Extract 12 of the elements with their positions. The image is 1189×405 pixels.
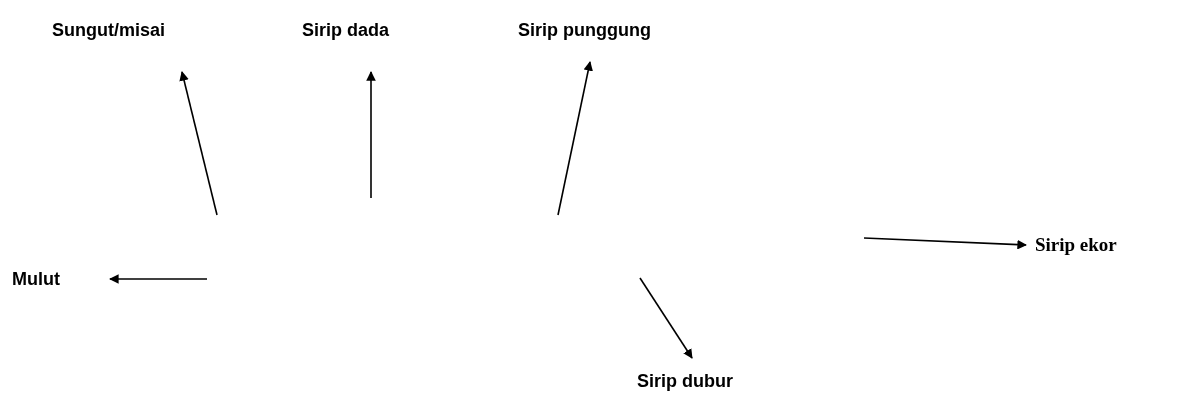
arrow	[109, 274, 208, 284]
part-label: Sirip dada	[302, 19, 390, 41]
part-label: Sirip dubur	[637, 370, 733, 392]
part-label: Sirip ekor	[1035, 234, 1117, 256]
arrow	[863, 237, 1027, 250]
arrow	[557, 61, 593, 216]
part-label: Mulut	[12, 268, 60, 290]
arrow	[639, 277, 693, 359]
arrow	[179, 71, 218, 216]
part-label: Sungut/misai	[52, 19, 165, 41]
arrow	[366, 71, 376, 199]
part-label: Sirip punggung	[518, 19, 651, 41]
